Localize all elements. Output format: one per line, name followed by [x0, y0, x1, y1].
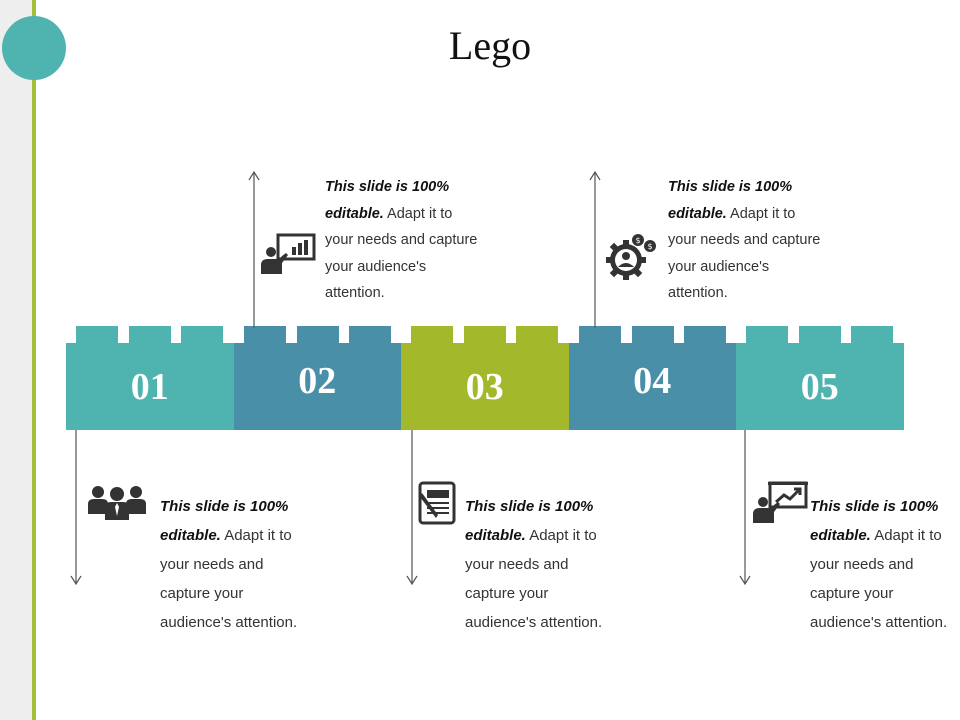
arrow-down-03	[406, 430, 418, 586]
text-line: capture your	[810, 585, 894, 602]
text-block-top-04: This slide is 100% editable. Adapt it to…	[668, 174, 820, 307]
text-normal: Adapt it to	[220, 527, 292, 544]
text-line: This slide is 100%	[465, 498, 594, 515]
document-pen-icon	[418, 481, 456, 525]
text-line: capture your	[465, 585, 549, 602]
text-bold: editable.	[160, 527, 221, 544]
brick-01: 01	[66, 326, 234, 430]
text-bold: editable.	[465, 527, 526, 544]
brick-stud	[296, 326, 339, 343]
brick-number: 01	[130, 366, 169, 408]
text-line: your needs and	[810, 556, 914, 573]
brick-stud	[578, 326, 621, 343]
text-line: This slide is 100%	[160, 498, 289, 515]
text-block-bottom-05: This slide is 100% editable. Adapt it to…	[810, 492, 947, 637]
brick-stud	[129, 326, 171, 343]
text-line: editable. Adapt it to	[465, 521, 602, 550]
text-line: attention.	[668, 285, 728, 301]
sidebar-accent-line	[32, 0, 36, 720]
brick-04: 04	[568, 326, 736, 430]
brick-stud	[348, 326, 391, 343]
arrow-up-04	[589, 170, 601, 328]
text-line: editable. Adapt it to	[668, 201, 820, 228]
brick-stud	[464, 326, 506, 343]
text-bold: editable.	[325, 205, 384, 222]
text-normal: Adapt it to	[525, 527, 597, 544]
brick-05: 05	[736, 326, 904, 430]
corner-circle	[2, 16, 66, 80]
brick-number: 05	[800, 366, 839, 408]
text-line: audience's attention.	[160, 614, 298, 631]
svg-text:$: $	[648, 242, 653, 251]
text-line: your needs and	[465, 556, 569, 573]
brick-stud	[243, 326, 286, 343]
text-line: editable. Adapt it to	[325, 201, 477, 228]
text-normal: Adapt it to	[383, 205, 453, 222]
brick-number: 04	[633, 360, 672, 402]
text-line: editable. Adapt it to	[810, 521, 947, 550]
slide-title: Lego	[448, 23, 532, 68]
brick-stud	[411, 326, 453, 343]
brick-03: 03	[401, 326, 569, 430]
text-line: your needs and capture	[325, 232, 478, 248]
brick-stud	[746, 326, 788, 343]
brick-number: 02	[298, 360, 337, 402]
brick-number: 03	[465, 366, 504, 408]
gear-person-dollar-icon: $ $	[606, 234, 656, 280]
text-bold: editable.	[668, 205, 727, 222]
brick-stud	[76, 326, 118, 343]
presenter-growth-icon	[753, 481, 808, 523]
brick-02: 02	[233, 326, 401, 430]
arrow-down-05	[739, 430, 751, 586]
text-block-bottom-03: This slide is 100% editable. Adapt it to…	[465, 492, 602, 637]
text-block-top-02: This slide is 100% editable. Adapt it to…	[325, 174, 477, 307]
text-line: capture your	[160, 585, 244, 602]
text-line: your audience's	[668, 258, 770, 275]
brick-stud	[181, 326, 223, 343]
brick-stud	[683, 326, 726, 343]
text-normal: Adapt it to	[870, 527, 942, 544]
text-line: your audience's	[325, 258, 427, 275]
text-line: audience's attention.	[810, 614, 948, 631]
text-line: This slide is 100%	[325, 179, 450, 195]
text-normal: Adapt it to	[726, 205, 796, 222]
text-block-bottom-01: This slide is 100% editable. Adapt it to…	[160, 492, 297, 637]
svg-text:$: $	[636, 236, 641, 245]
brick-stud	[851, 326, 893, 343]
text-line: your needs and	[160, 556, 264, 573]
presenter-chart-icon	[261, 233, 316, 274]
brick-stud	[631, 326, 674, 343]
brick-stud	[799, 326, 841, 343]
text-line: This slide is 100%	[810, 498, 939, 515]
arrow-up-02	[248, 170, 260, 328]
arrow-down-01	[70, 430, 82, 586]
text-line: audience's attention.	[465, 614, 603, 631]
text-line: your needs and capture	[668, 232, 821, 248]
text-line: editable. Adapt it to	[160, 521, 297, 550]
text-line: This slide is 100%	[668, 179, 793, 195]
text-bold: editable.	[810, 527, 871, 544]
brick-stud	[516, 326, 558, 343]
team-icon	[88, 486, 146, 520]
text-line: attention.	[325, 285, 385, 301]
sidebar	[0, 0, 32, 720]
